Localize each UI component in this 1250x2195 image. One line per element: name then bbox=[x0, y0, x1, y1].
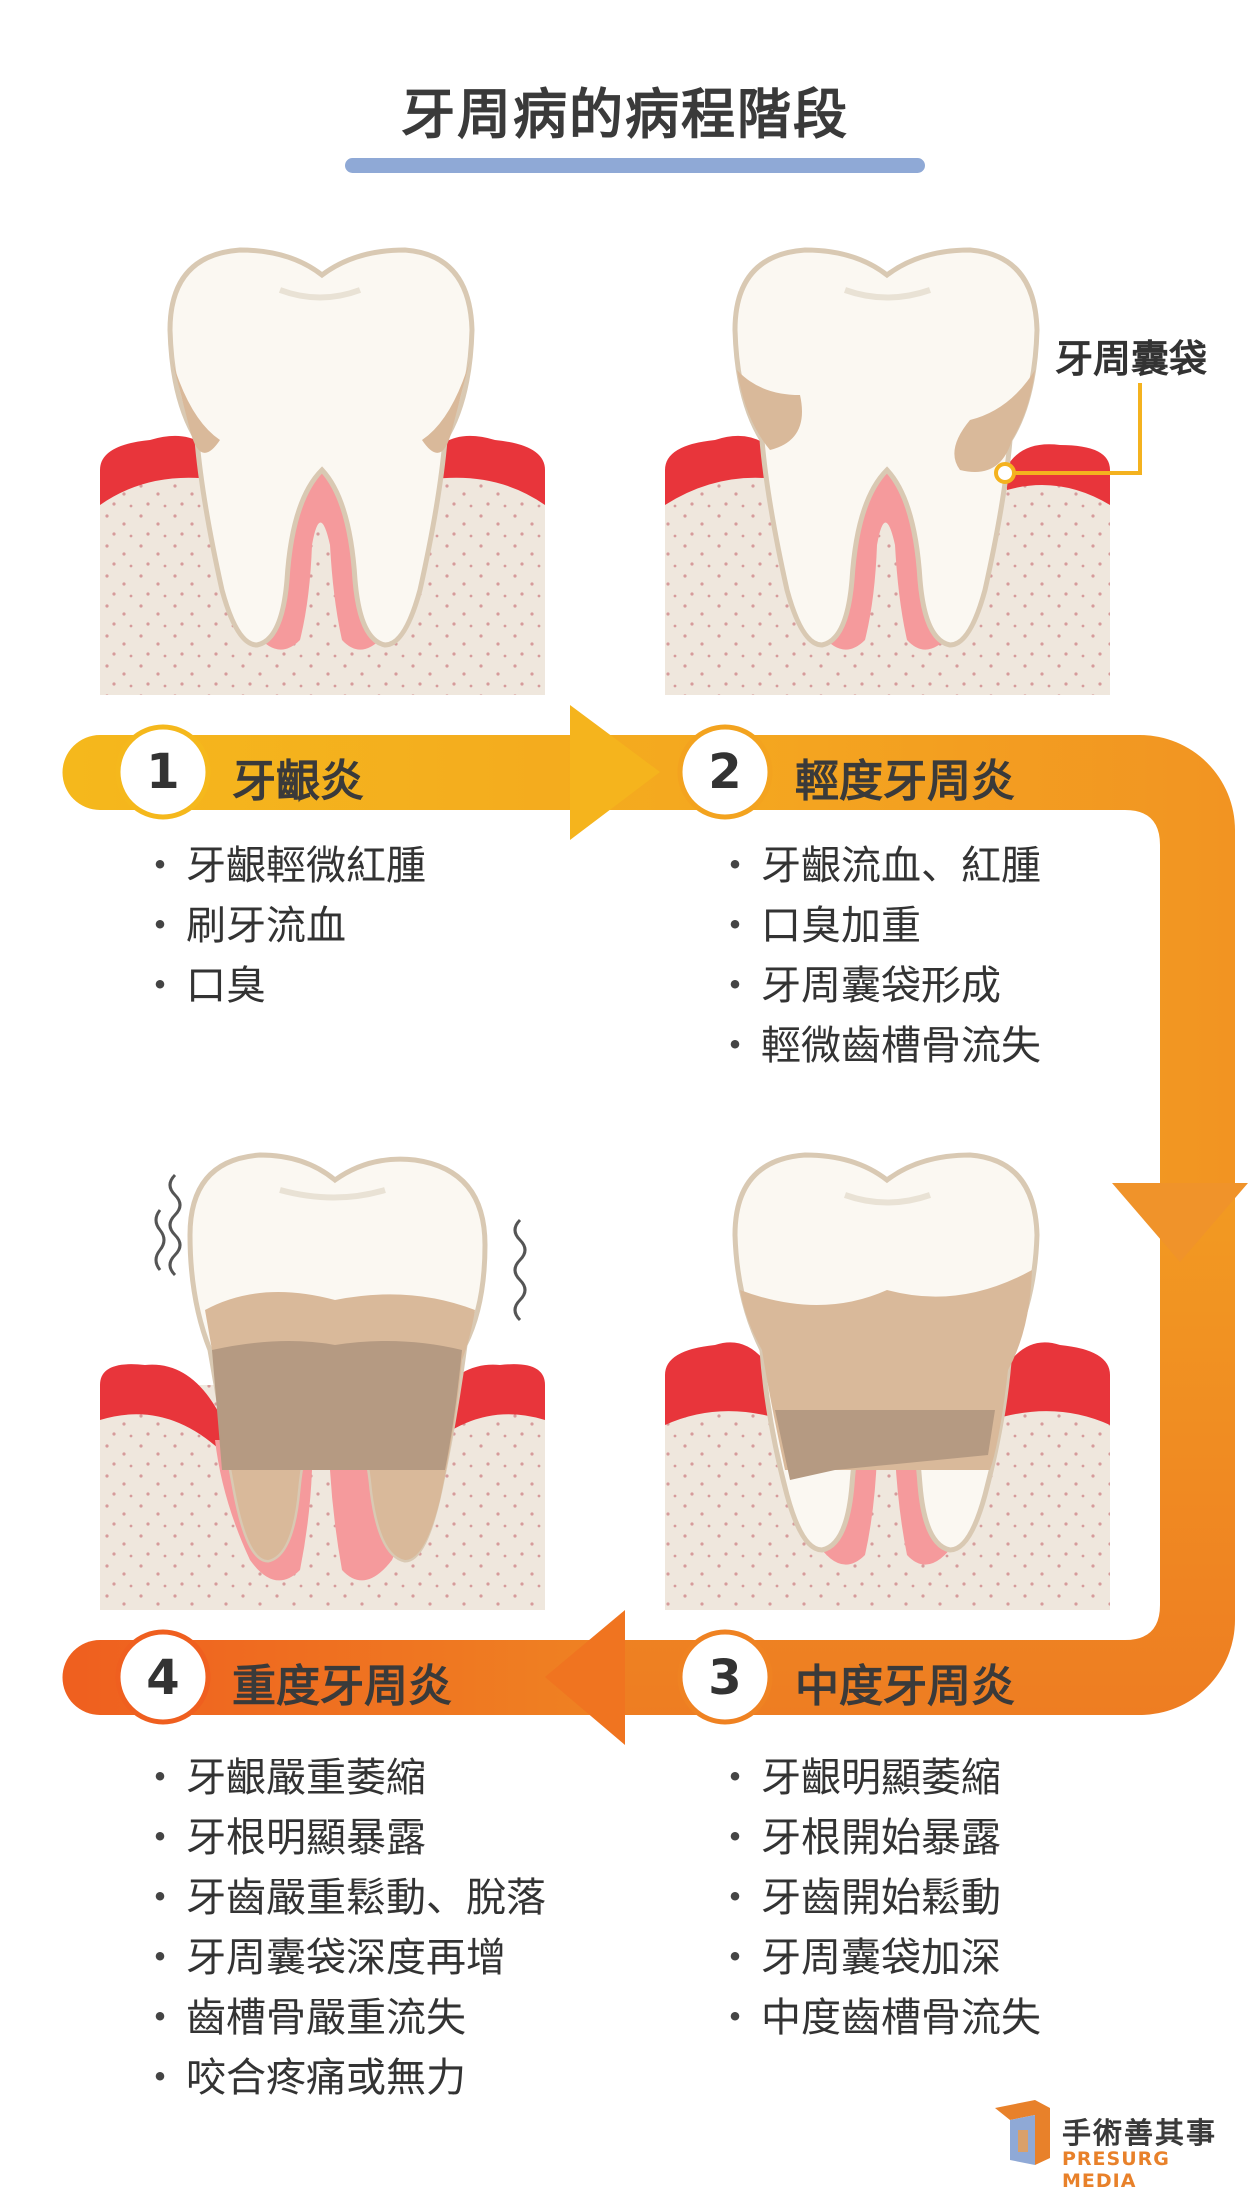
list-item: 牙齒開始鬆動 bbox=[715, 1868, 1041, 1928]
list-item: 齒槽骨嚴重流失 bbox=[140, 1988, 546, 2048]
list-item: 咬合疼痛或無力 bbox=[140, 2048, 546, 2108]
stage-1-label: 牙齦炎 bbox=[232, 756, 364, 807]
flow-arrowhead-3-4 bbox=[545, 1610, 625, 1745]
list-item: 輕微齒槽骨流失 bbox=[715, 1016, 1041, 1076]
stage-2-badge: 2 bbox=[677, 724, 773, 820]
tooth-illustration-stage-2 bbox=[665, 247, 1142, 695]
list-item: 牙根開始暴露 bbox=[715, 1808, 1041, 1868]
flow-arrowhead-down bbox=[1112, 1183, 1248, 1262]
wobble-line-right bbox=[513, 1218, 527, 1322]
list-item: 牙周囊袋加深 bbox=[715, 1928, 1041, 1988]
stage-2-label: 輕度牙周炎 bbox=[795, 756, 1015, 807]
logo-icon bbox=[995, 2100, 1050, 2165]
page-title: 牙周病的病程階段 bbox=[401, 83, 849, 146]
callout-line bbox=[1005, 383, 1142, 475]
wobble-line-left-2 bbox=[154, 1209, 166, 1271]
logo-name: 手術善其事 bbox=[1062, 2116, 1218, 2150]
stage-4-symptoms: 牙齦嚴重萎縮 牙根明顯暴露 牙齒嚴重鬆動、脫落 牙周囊袋深度再增 齒槽骨嚴重流失… bbox=[140, 1748, 546, 2108]
list-item: 牙齦嚴重萎縮 bbox=[140, 1748, 546, 1808]
list-item: 牙齦明顯萎縮 bbox=[715, 1748, 1041, 1808]
list-item: 牙齦流血、紅腫 bbox=[715, 836, 1041, 896]
list-item: 牙齒嚴重鬆動、脫落 bbox=[140, 1868, 546, 1928]
stage-4-label: 重度牙周炎 bbox=[232, 1661, 452, 1712]
flow-arrowhead-1-2 bbox=[570, 705, 660, 840]
stage-3-symptoms: 牙齦明顯萎縮 牙根開始暴露 牙齒開始鬆動 牙周囊袋加深 中度齒槽骨流失 bbox=[715, 1748, 1041, 2048]
stage-1-number: 1 bbox=[146, 744, 179, 800]
callout-dot bbox=[994, 462, 1016, 484]
wobble-line-left bbox=[168, 1173, 182, 1277]
stage-3-badge: 3 bbox=[677, 1629, 773, 1725]
list-item: 刷牙流血 bbox=[140, 896, 426, 956]
title-underline bbox=[345, 158, 925, 173]
pocket-callout-label: 牙周囊袋 bbox=[1055, 337, 1208, 381]
stage-1-symptoms: 牙齦輕微紅腫 刷牙流血 口臭 bbox=[140, 836, 426, 1016]
stage-2-symptoms: 牙齦流血、紅腫 口臭加重 牙周囊袋形成 輕微齒槽骨流失 bbox=[715, 836, 1041, 1076]
tooth-illustration-stage-1 bbox=[100, 247, 545, 695]
stage-4-badge: 4 bbox=[115, 1629, 211, 1725]
list-item: 牙周囊袋形成 bbox=[715, 956, 1041, 1016]
stage-1-badge: 1 bbox=[115, 724, 211, 820]
list-item: 牙齦輕微紅腫 bbox=[140, 836, 426, 896]
stage-3-number: 3 bbox=[708, 1650, 741, 1706]
tooth-illustration-stage-4 bbox=[100, 1152, 545, 1610]
list-item: 口臭加重 bbox=[715, 896, 1041, 956]
list-item: 牙周囊袋深度再增 bbox=[140, 1928, 546, 1988]
list-item: 牙根明顯暴露 bbox=[140, 1808, 546, 1868]
logo-subtitle: PRESURG MEDIA bbox=[1062, 2148, 1170, 2192]
stage-3-label: 中度牙周炎 bbox=[795, 1661, 1015, 1712]
stage-2-number: 2 bbox=[708, 744, 741, 800]
tooth-illustration-stage-3 bbox=[665, 1152, 1110, 1610]
stage-4-number: 4 bbox=[146, 1650, 179, 1706]
list-item: 口臭 bbox=[140, 956, 426, 1016]
list-item: 中度齒槽骨流失 bbox=[715, 1988, 1041, 2048]
